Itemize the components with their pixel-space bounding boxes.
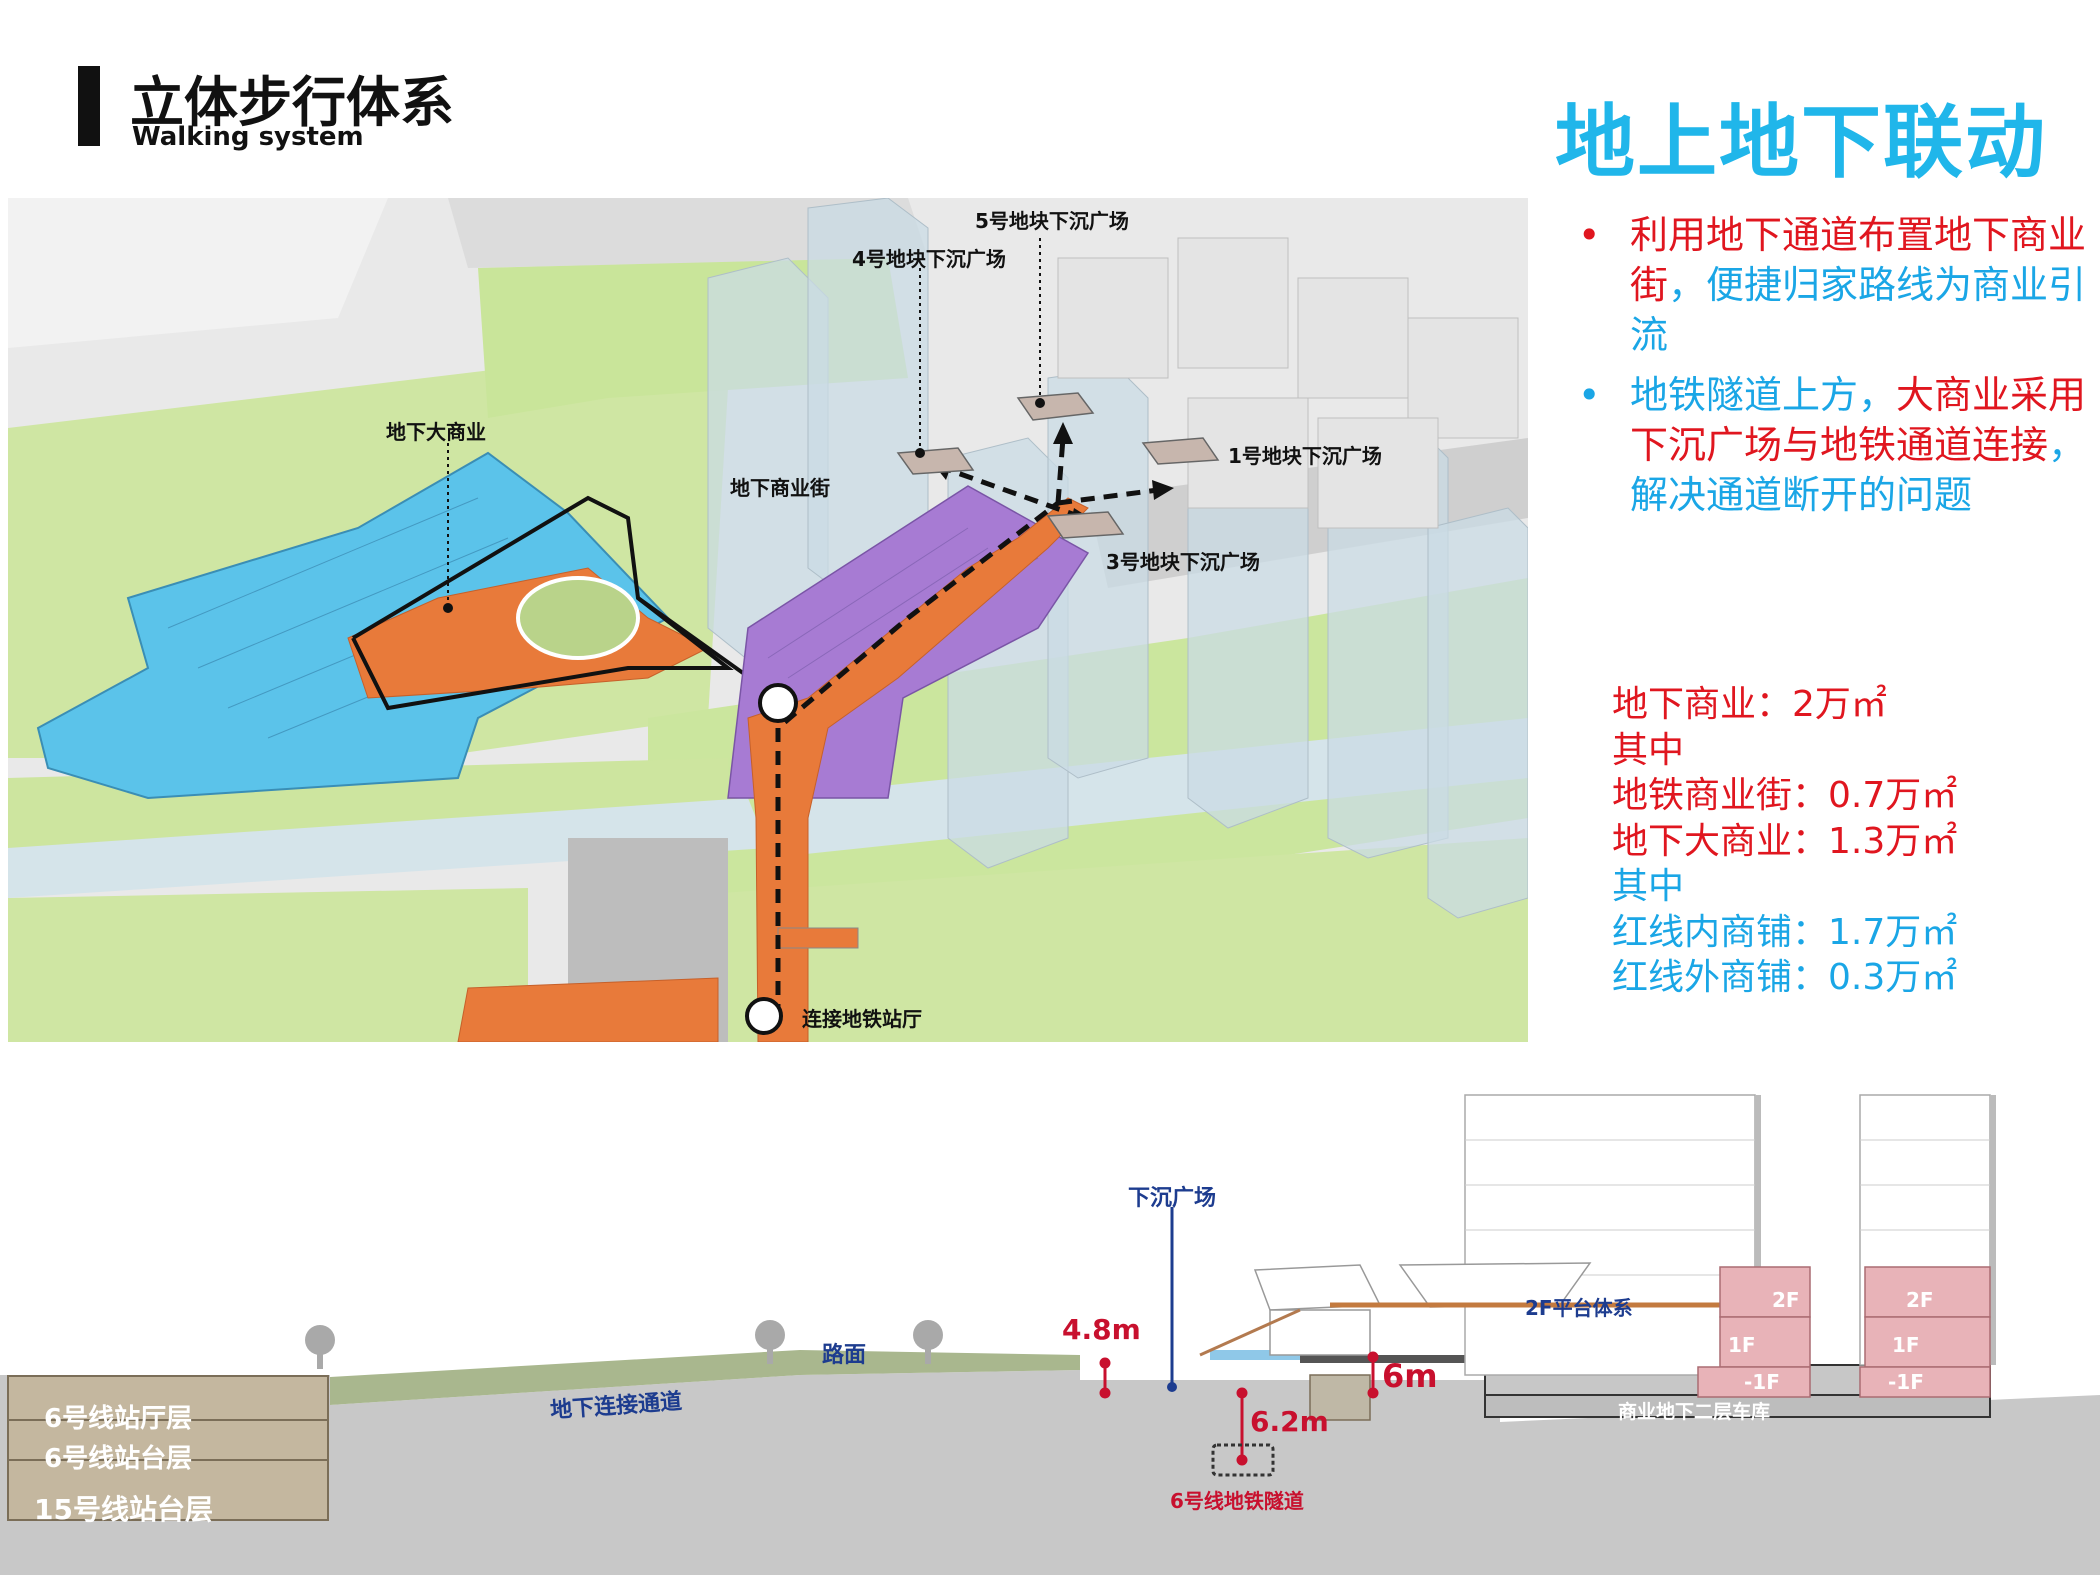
bullet-list: • 利用地下通道布置地下商业街，便捷归家路线为商业引流 • 地铁隧道上方，大商业… [1570,210,2090,530]
label-plaza-5: 5号地块下沉广场 [975,209,1129,233]
level-line15-platform: 15号线站台层 [34,1493,213,1526]
label-big-mall: 地下大商业 [386,420,486,444]
stat-outside-redline: 红线外商铺：0.3万㎡ [1612,957,1958,998]
level-line6-hall: 6号线站厅层 [44,1404,193,1434]
label-metro-hall: 连接地铁站厅 [802,1007,922,1031]
page-title: 立体步行体系 [130,71,454,134]
bullet-dot: • [1578,213,1601,257]
level-b1-a: -1F [1744,1370,1780,1394]
stat-inside-redline: 红线内商铺：1.7万㎡ [1612,911,1958,953]
bullet-1-part-1: 利用地下通道布置地下商业街 [1630,213,2087,307]
level-2f-a: 2F [1772,1288,1800,1312]
level-1f-b: 1F [1892,1333,1920,1357]
stat-metro-street: 地铁商业街：0.7万㎡ [1612,775,1958,816]
label-plaza-1: 1号地块下沉广场 [1228,444,1382,468]
label-road-surface: 路面 [822,1343,867,1368]
bullet-1-part-2: ，便捷归家路线为商业引流 [1630,263,2087,357]
stat-among-1: 其中 [1612,729,1685,771]
bullet-2: • 地铁隧道上方，大商业采用下沉广场与地铁通道连接，解决通道断开的问题 [1570,370,2090,520]
dim-4-8m: 4.8m [1062,1313,1141,1346]
bullet-2-part-3: ，解决通道断开的问题 [1630,423,2087,517]
label-metro-tunnel: 6号线地铁隧道 [1170,1489,1304,1513]
header-bar [78,66,100,146]
dim-6-2m: 6.2m [1250,1405,1329,1438]
aerial-map [8,198,1528,1042]
stat-big-mall: 地下大商业：1.3万㎡ [1612,820,1958,862]
label-mall-street: 地下商业街 [730,476,830,500]
level-1f-a: 1F [1728,1333,1756,1357]
section-diagram [0,1094,2100,1575]
label-plaza-4: 4号地块下沉广场 [852,247,1006,271]
area-stats: 地下商业：2万㎡ 其中 地铁商业街：0.7万㎡ 地下大商业：1.3万㎡ 其中 红… [1612,682,1957,1001]
bullet-1: • 利用地下通道布置地下商业街，便捷归家路线为商业引流 [1570,210,2090,360]
dim-6m: 6m [1382,1357,1438,1395]
bullet-2-part-2: 大商业采用下沉广场与地铁通道连接 [1630,373,2087,467]
label-basement-b2: 商业地下二层车库 [1618,1401,1771,1423]
stat-among-2: 其中 [1612,866,1685,907]
stat-total: 地下商业：2万㎡ [1612,684,1887,725]
label-plaza-3: 3号地块下沉广场 [1106,550,1260,574]
bullet-2-part-1: 地铁隧道上方， [1630,373,1897,417]
label-2f-platform: 2F平台体系 [1525,1296,1633,1320]
level-b1-b: -1F [1888,1370,1924,1394]
label-sunken-plaza: 下沉广场 [1128,1186,1217,1211]
level-2f-b: 2F [1906,1288,1934,1312]
page-subtitle: Walking system [132,122,364,152]
bullet-dot: • [1578,373,1601,417]
level-line6-platform: 6号线站台层 [44,1444,193,1474]
headline: 地上地下联动 [1555,96,2047,189]
